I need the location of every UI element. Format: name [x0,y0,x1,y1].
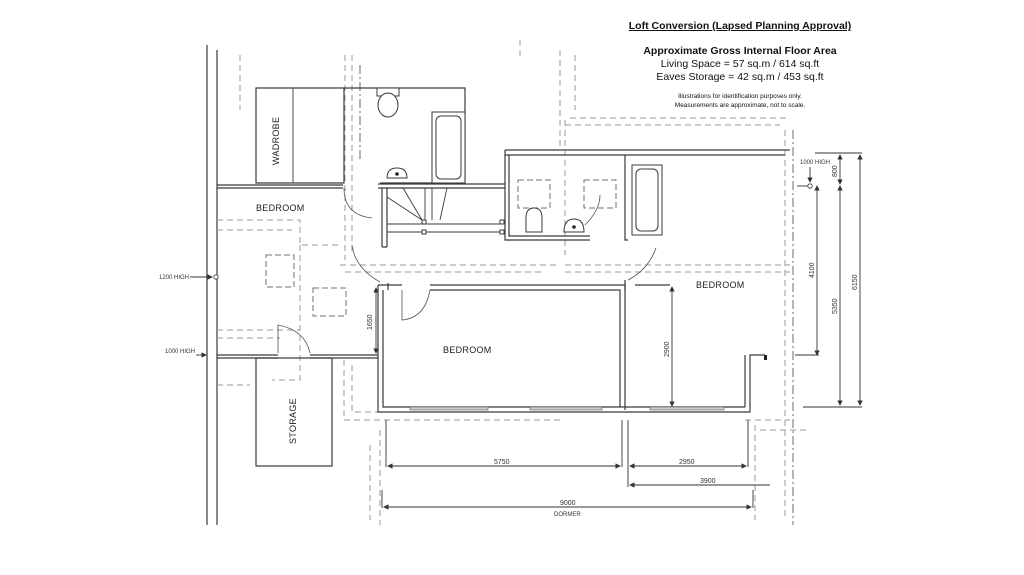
disclaimer-line-1: Illustrations for identification purpose… [678,93,802,100]
eaves-storage-area: Eaves Storage = 42 sq.m / 453 sq.ft [656,71,824,83]
area-heading: Approximate Gross Internal Floor Area [643,45,837,57]
svg-text:4100: 4100 [809,262,816,278]
room-label-storage: STORAGE [288,398,298,444]
dimension-5750: 5750 [385,420,623,469]
svg-text:1650: 1650 [367,314,374,330]
svg-text:1000 HIGH: 1000 HIGH [800,160,830,166]
room-label-bedroom-center: BEDROOM [443,345,492,355]
dimension-5350: 5350 [832,185,843,406]
dimension-2950: 2950 [627,420,749,487]
toilet-icon [525,207,543,233]
dimension-800: 800 [815,152,862,185]
dimension-6150: 6150 [803,154,863,408]
window-icon [649,406,725,411]
room-label-bedroom-right: BEDROOM [696,280,745,290]
window-icon [409,406,489,411]
door-storage [277,324,311,354]
bedroom-center-walls [377,280,767,413]
svg-text:5350: 5350 [832,298,839,314]
svg-text:6150: 6150 [852,274,859,290]
door-landing [351,244,381,283]
landing-and-stairs [217,183,505,248]
dimension-3900: 3900 [629,478,770,488]
bathroom-2 [504,149,790,241]
skylight-icon [583,179,617,209]
svg-text:1000 HIGH: 1000 HIGH [165,349,195,355]
dimension-2900: 2900 [664,286,675,407]
wardrobe-area [255,87,345,184]
dormer-label: DORMER [554,512,581,518]
eaves-outline [217,40,810,525]
svg-text:5750: 5750 [494,459,510,466]
plan-header: Loft Conversion (Lapsed Planning Approva… [595,20,885,110]
note-1000-high-right: 1000 HIGH [797,160,830,189]
ridge-lines [359,65,794,525]
skylight-icon [517,179,551,209]
disclaimer: Illustrations for identification purpose… [595,92,885,110]
door-swings [277,187,657,354]
skylight-icon [265,254,295,288]
svg-text:3900: 3900 [700,478,716,485]
dimension-9000: 9000 DORMER [381,490,754,518]
bathroom-1 [344,87,466,184]
dimension-1650: 1650 [367,287,379,354]
door-bathroom-2 [584,194,601,226]
toilet-icon [377,92,399,118]
storage-area [217,354,378,467]
skylight-icon [312,287,347,317]
svg-text:1200 HIGH: 1200 HIGH [159,275,189,281]
living-space-area: Living Space = 57 sq.m / 614 sq.ft [660,58,820,70]
svg-text:2950: 2950 [679,459,695,466]
svg-text:9000: 9000 [560,500,576,507]
svg-text:800: 800 [832,165,839,177]
room-label-bedroom-left: BEDROOM [256,203,305,213]
dimension-4100: 4100 [795,185,820,356]
door-bedroom-right [627,247,657,281]
svg-text:2900: 2900 [664,341,671,357]
window-icon [529,406,603,411]
disclaimer-line-2: Measurements are approximate, not to sca… [674,102,806,109]
room-label-wardrobe: WADROBE [271,117,281,165]
external-wall-left [206,45,218,525]
note-1000-high-left: 1000 HIGH [165,349,207,358]
door-bedroom-center [401,289,431,321]
note-1200-high: 1200 HIGH [159,274,219,281]
plan-title: Loft Conversion (Lapsed Planning Approva… [628,20,852,32]
door-bedroom-left [343,187,373,219]
